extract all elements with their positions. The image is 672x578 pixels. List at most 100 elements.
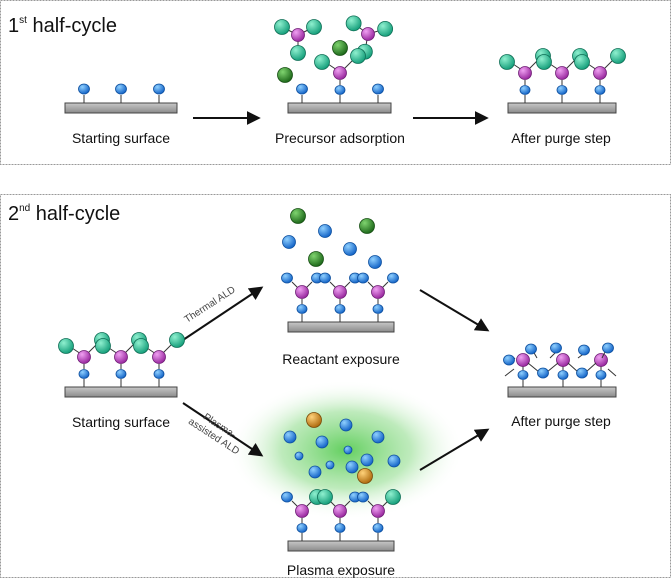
blue-atom <box>315 435 329 449</box>
arrow-thermal-ald <box>182 286 264 341</box>
blue-atom <box>308 465 322 479</box>
blue-atom <box>517 370 529 380</box>
blue-atom <box>153 369 165 379</box>
magenta-atom <box>295 504 309 518</box>
magenta-atom <box>518 66 532 80</box>
bond-line <box>567 362 579 373</box>
blue-atom <box>115 83 127 95</box>
magenta-atom <box>77 350 91 364</box>
blue-atom <box>594 85 606 95</box>
blue-atom <box>334 523 346 533</box>
blue-atom <box>519 85 531 95</box>
dark-green-atom <box>332 40 348 56</box>
label-starting-surface-2: Starting surface <box>72 414 170 430</box>
teal-ligand <box>499 54 515 70</box>
blue-atom <box>153 83 165 95</box>
label-precursor-adsorption: Precursor adsorption <box>275 130 405 146</box>
molecule-artwork <box>58 15 626 552</box>
magenta-atom <box>371 504 385 518</box>
orange-atom <box>357 468 373 484</box>
substrate-slab <box>64 102 178 114</box>
blue-atom <box>557 370 569 380</box>
substrate-slab <box>507 386 617 398</box>
panel2-title: 2nd half-cycle <box>8 203 120 225</box>
label-after-purge-1: After purge step <box>511 130 611 146</box>
blue-atom <box>372 523 384 533</box>
teal-ligand <box>314 54 330 70</box>
bond-line <box>504 368 515 377</box>
blue-atom <box>372 304 384 314</box>
blue-atom <box>281 272 293 284</box>
teal-ligand <box>377 20 394 37</box>
teal-ligand <box>133 338 149 354</box>
blue-atom <box>371 430 385 444</box>
magenta-atom <box>593 66 607 80</box>
label-reactant-exposure: Reactant exposure <box>282 351 400 367</box>
magenta-atom <box>114 350 128 364</box>
blue-atom <box>372 83 384 95</box>
blue-atom <box>387 454 401 468</box>
blue-atom <box>602 342 614 354</box>
blue-atom <box>115 369 127 379</box>
blue-atom <box>343 242 357 256</box>
teal-ligand <box>274 19 290 35</box>
blue-atom <box>550 342 562 354</box>
blue-atom <box>537 367 549 379</box>
blue-atom <box>556 85 568 95</box>
teal-ligand <box>95 338 111 354</box>
blue-atom <box>296 523 308 533</box>
blue-atom <box>281 491 293 503</box>
orange-atom <box>306 412 322 428</box>
magenta-atom <box>361 27 375 41</box>
panel1-title: 1st half-cycle <box>8 15 117 37</box>
blue-atom <box>360 453 374 467</box>
blue-atom <box>319 272 331 284</box>
blue-atom <box>339 418 353 432</box>
blue-atom <box>357 491 369 503</box>
magenta-atom <box>594 353 608 367</box>
teal-ligand <box>58 338 74 354</box>
teal-ligand <box>610 48 626 64</box>
magenta-atom <box>516 353 530 367</box>
blue-atom <box>578 344 590 356</box>
bond-line <box>607 368 617 377</box>
magenta-atom <box>555 66 569 80</box>
blue-atom <box>595 370 607 380</box>
teal-ligand <box>306 19 322 35</box>
magenta-atom <box>333 285 347 299</box>
dark-green-atom <box>277 67 293 83</box>
magenta-atom <box>371 285 385 299</box>
bond-line <box>546 362 559 373</box>
panel-first-half-cycle <box>0 0 671 165</box>
blue-atom <box>318 224 332 238</box>
blue-atom <box>325 460 335 470</box>
label-plasma-exposure: Plasma exposure <box>287 562 395 578</box>
blue-atom <box>334 304 346 314</box>
blue-atom <box>282 235 296 249</box>
magenta-atom <box>295 285 309 299</box>
bond-line <box>527 362 540 373</box>
blue-atom <box>334 85 346 95</box>
magenta-atom <box>333 66 347 80</box>
process-arrows <box>182 111 490 471</box>
arrow-reactant-to-purge <box>419 289 490 332</box>
blue-atom <box>296 304 308 314</box>
blue-atom <box>78 369 90 379</box>
blue-atom <box>283 430 297 444</box>
dark-green-atom <box>308 251 324 267</box>
magenta-atom <box>333 504 347 518</box>
blue-atom <box>294 451 304 461</box>
teal-ligand <box>345 15 362 32</box>
substrate-slab <box>64 386 178 398</box>
substrate-slab <box>287 102 392 114</box>
teal-ligand <box>385 489 401 505</box>
teal-ligand <box>169 332 185 348</box>
substrate-slab <box>507 102 617 114</box>
teal-ligand <box>317 489 333 505</box>
label-after-purge-2: After purge step <box>511 413 611 429</box>
dark-green-atom <box>290 208 306 224</box>
substrate-slab <box>287 540 395 552</box>
blue-atom <box>525 343 537 355</box>
teal-ligand <box>536 54 552 70</box>
